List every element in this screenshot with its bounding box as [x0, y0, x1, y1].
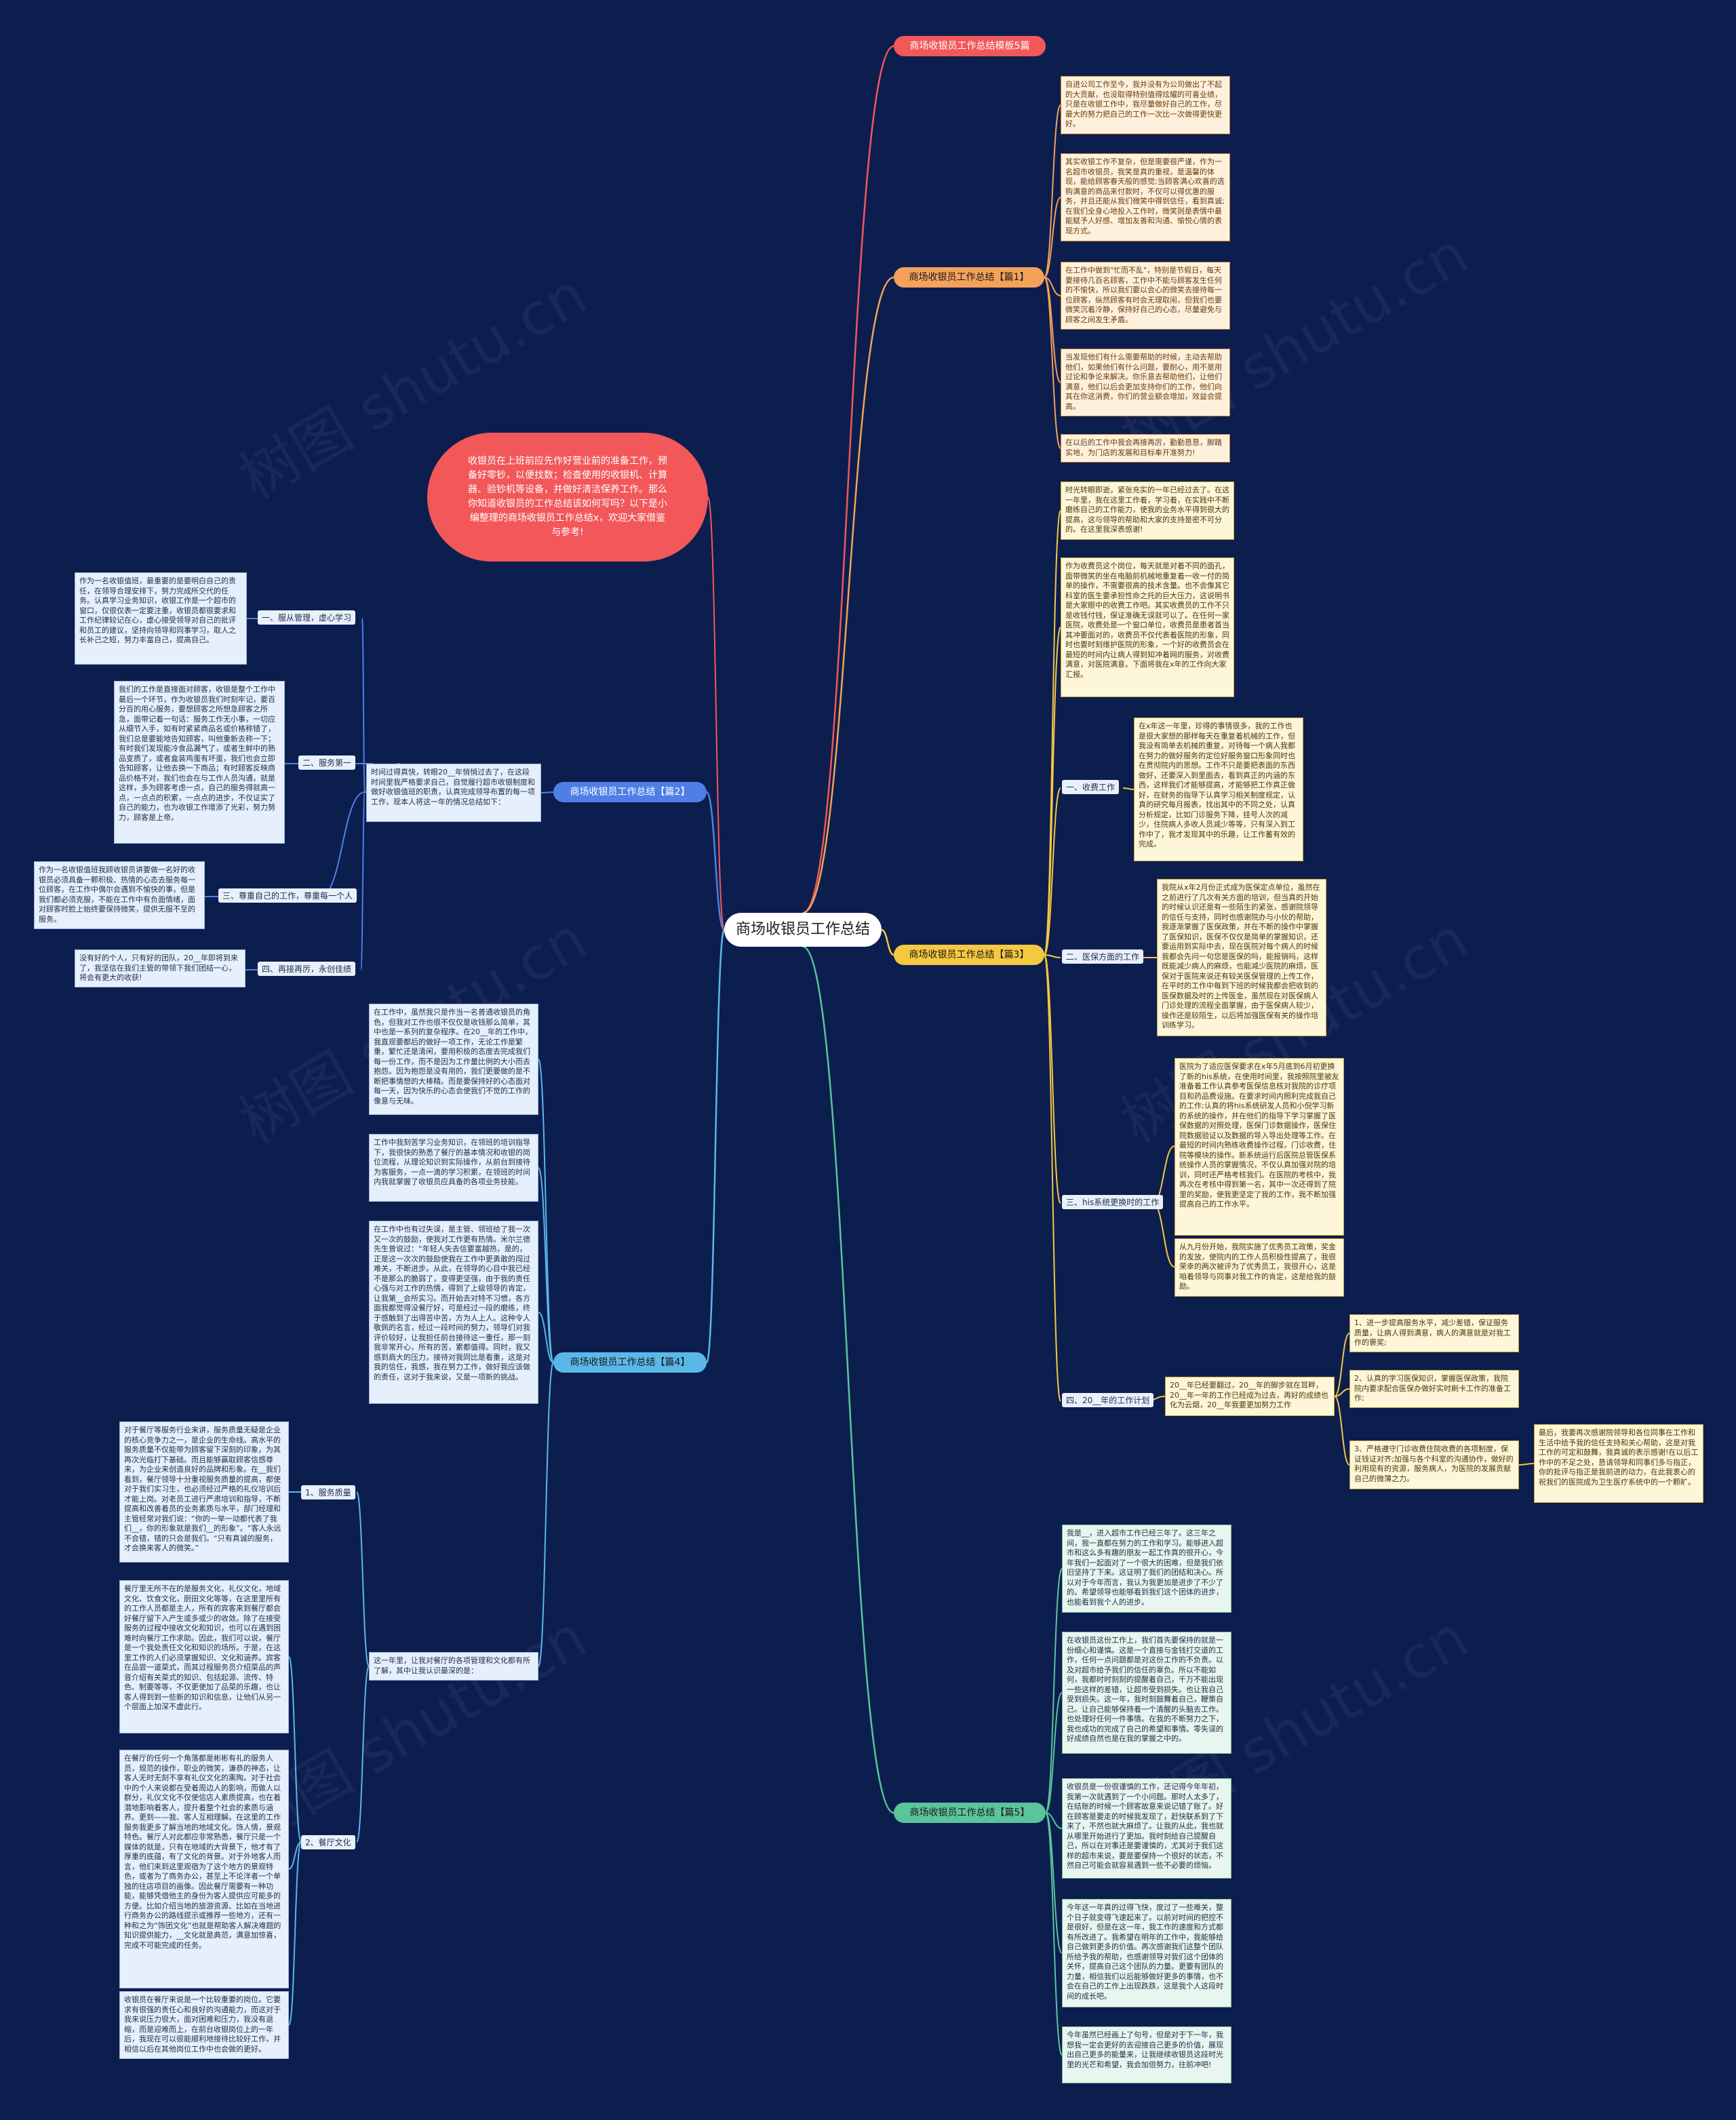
- connector-pian1: [1044, 104, 1061, 278]
- branch-pian-3[interactable]: 商场收银员工作总结【篇3】: [894, 945, 1044, 965]
- pian3-section-text[interactable]: 在x年这一年里，珍得的事情很多，我的工作也是很大家想的那样每天在重复着机械的工作…: [1134, 718, 1303, 861]
- branch-template-5[interactable]: 商场收银员工作总结模板5篇: [894, 36, 1046, 56]
- connector-pian3-plan: [1334, 1333, 1350, 1397]
- connector-pian2-section: [319, 791, 366, 897]
- pian2-summary[interactable]: 时间过得真快，转眼20__年悄悄过去了，在这段时间里我严格要求自己，自觉履行超市…: [366, 764, 541, 822]
- connector-root-pian1: [802, 276, 894, 914]
- pian2-section-title[interactable]: 一、服从管理，虚心学习: [258, 610, 356, 625]
- connector-pian1: [1044, 277, 1061, 296]
- connector-root-pian2: [705, 791, 726, 931]
- pian5-paragraph[interactable]: 今年虽然已经画上了句号，但是对于下一年，我想我一定会更好的去迎接自己更多的价值，…: [1062, 2026, 1231, 2083]
- pian1-paragraph[interactable]: 自进公司工作至今，我并没有为公司做出了不起的大贡献，也没取得特别值得炫耀的可喜业…: [1061, 76, 1230, 134]
- connector-pian3: [1044, 787, 1061, 956]
- connector-root-template5: [802, 45, 894, 914]
- connector-pian1: [1044, 197, 1061, 278]
- pian2-section-text[interactable]: 作为一名收银值班，最重要的是要明白自己的责任，在领导合理安排下，努力完成所交代的…: [75, 572, 247, 665]
- pian2-section-text[interactable]: 我们的工作是直接面对顾客，收银是整个工作中最后一个环节，作为收银员我们时刻牢记，…: [114, 681, 285, 844]
- connector-pian5: [1045, 1812, 1063, 1954]
- pian3-intro[interactable]: 作为收费员这个岗位，每天就是对着不同的面孔，面带微笑的坐在电脑前机械地重复着一收…: [1061, 557, 1234, 697]
- pian4-section-text[interactable]: 收银员在餐厅来说是一个比较重要的岗位。它要求有很强的责任心和良好的沟通能力，而这…: [119, 1991, 289, 2059]
- connector-pian3-closing: [1518, 1463, 1535, 1466]
- pian3-plan[interactable]: 2、认真的学习医保知识，掌握医保政策，我院院内要求配合医保办做好实时刷卡工作的准…: [1349, 1370, 1519, 1408]
- connector-pian4-text: [288, 1841, 302, 2026]
- root-topic[interactable]: 商场收银员工作总结: [724, 913, 882, 947]
- pian4-section-title[interactable]: 1、服务质量: [301, 1485, 355, 1499]
- connector-pian5: [1045, 1812, 1063, 1829]
- connector-pian2-summary: [540, 791, 554, 793]
- connector-pian2-section: [360, 791, 366, 970]
- pian4-paragraph[interactable]: 在工作中也有过失误，是主管、领班给了我一次又一次的鼓励，使我对工作更有热情。米尔…: [369, 1221, 538, 1404]
- pian3-section-title[interactable]: 一、收费工作: [1062, 780, 1120, 794]
- connector-pian4-text: [288, 1656, 302, 1843]
- connector-pian2-section: [361, 618, 366, 793]
- connector-pian4-section: [356, 1491, 370, 1667]
- connector-root-pian3: [881, 928, 894, 956]
- pian1-paragraph[interactable]: 其实收银工作不复杂，但是需要很严谨，作为一名超市收银员，我笑是真的重视，是温馨的…: [1061, 153, 1230, 241]
- pian2-section-title[interactable]: 二、服务第一: [298, 755, 356, 770]
- pian3-section-text[interactable]: 医院为了适应医保要求在x年5月底到6月初更换了新的his系统，在使用时间里，我按…: [1175, 1058, 1344, 1236]
- connector-pian1: [1044, 277, 1061, 449]
- connector-pian3-plan: [1334, 1396, 1350, 1466]
- pian1-paragraph[interactable]: 当发现他们有什么需要帮助的时候，主动去帮助他们，如果他们有什么问题，要耐心，用不…: [1061, 349, 1230, 416]
- pian3-section-title[interactable]: 二、医保方面的工作: [1062, 949, 1144, 964]
- pian3-section-title[interactable]: 四、20__年的工作计划: [1062, 1393, 1154, 1407]
- pian2-section-title[interactable]: 三、尊重自己的工作，尊重每一个人: [218, 888, 357, 903]
- pian4-paragraph[interactable]: 在工作中，虽然我只是作当一名普通收银员的角色，但我对工作也很不仅仅是收钱那么简单…: [369, 1004, 538, 1115]
- connector-root-intro: [707, 496, 725, 930]
- pian1-paragraph[interactable]: 在工作中做到"忙而不乱"，特别是节假日，每天要接待几百名顾客，工作中不能与顾客发…: [1061, 262, 1230, 330]
- connector-pian3: [1044, 627, 1061, 956]
- pian2-section-title[interactable]: 四、再接再厉，永创佳绩: [258, 962, 356, 976]
- pian3-intro[interactable]: 时光转眼即逝，紧张充实的一年已经过去了。在这一年里，我在这里工作着，学习着，在实…: [1061, 482, 1234, 540]
- connector-pian4: [538, 1167, 554, 1363]
- pian3-closing[interactable]: 最后，我要再次感谢院领导和各位同事在工作和生活中给予我的信任支持和关心帮助，这是…: [1534, 1424, 1703, 1503]
- pian3-section-text[interactable]: 我院从x年2月份正式成为医保定点单位，虽然在之前进行了几次有关方面的培训，但当真…: [1157, 879, 1326, 1036]
- branch-pian-5[interactable]: 商场收银员工作总结【篇5】: [894, 1803, 1046, 1823]
- intro-node[interactable]: 收银员在上班前应先作好营业前的准备工作，预备好零钞，以便找数；检查使用的收银机、…: [427, 433, 708, 562]
- pian4-section-text[interactable]: 餐厅里无所不在的是服务文化，礼仪文化，地域文化、饮食文化，厨田文化等等，在这里里…: [119, 1580, 289, 1733]
- pian2-section-text[interactable]: 没有好的个人，只有好的团队，20__年即将到来了，我坚信在我们主管的带领下我们团…: [75, 949, 245, 987]
- pian5-paragraph[interactable]: 收银员是一份很谨慎的工作，还记得今年年初，我第一次就遇到了一个小问题。那时人太多…: [1062, 1778, 1231, 1879]
- connector-pian3: [1044, 954, 1061, 958]
- connector-pian4-text: [288, 1841, 302, 1870]
- branch-pian-2[interactable]: 商场收银员工作总结【篇2】: [553, 782, 707, 802]
- pian3-section-text[interactable]: 20__年已经要翻过，20__年的脚步就在耳畔，20__年一年的工作已经成为过去…: [1165, 1377, 1335, 1416]
- pian5-paragraph[interactable]: 今年这一年真的过得飞快，度过了一些难关，整个日子就变得飞速起来了。以前对时间的把…: [1062, 1899, 1231, 2007]
- connector-pian5: [1045, 1812, 1063, 2056]
- connector-pian5: [1045, 1568, 1063, 1813]
- pian5-paragraph[interactable]: 在收银员这份工作上，我们首先要保持的就是一份细心和谨慎。这是一个直接与金钱打交道…: [1062, 1632, 1231, 1754]
- connector-pian3-plan: [1334, 1388, 1350, 1397]
- pian3-plan[interactable]: 3、严格遵守门诊收费住院收费的各项制度，保证钱证对齐;加强与各个科室的沟通协作，…: [1349, 1440, 1519, 1489]
- connector-pian4: [538, 1059, 554, 1363]
- pian3-plan[interactable]: 1、进一步提高服务水平，减少差错，保证服务质量，让病人得到满意，病人的满意就是对…: [1349, 1314, 1519, 1352]
- connector-pian3-text: [1122, 787, 1135, 790]
- pian4-section-title[interactable]: 2、餐厅文化: [301, 1835, 355, 1849]
- connector-pian3: [1044, 510, 1061, 956]
- branch-pian-4[interactable]: 商场收银员工作总结【篇4】: [553, 1352, 707, 1373]
- pian4-summary[interactable]: 这一年里，让我对餐厅的各项管理和文化都有所了解，其中让我认识最深的是：: [369, 1652, 538, 1681]
- pian3-section-text[interactable]: 从九月份开始，我院实施了优秀员工政策，奖金的发放，使院内的工作人员积极性提高了，…: [1175, 1238, 1344, 1297]
- connector-root-pian5: [802, 945, 894, 1814]
- pian1-paragraph[interactable]: 在以后的工作中我会再接再厉，勤勤恳恳，脚踏实地，为门店的发展和目标奉开准努力!: [1061, 434, 1230, 463]
- connector-pian3: [1044, 954, 1061, 1204]
- connector-pian3: [1044, 954, 1061, 1402]
- pian2-section-text[interactable]: 作为一名收银值班我顾收银员讲要做一名好的收银员必须具备一颗积极、热情的心态去服务…: [34, 861, 205, 929]
- connector-pian4-section: [356, 1666, 370, 1843]
- connector-pian3-text: [1152, 1202, 1175, 1268]
- pian4-section-text[interactable]: 在餐厅的任何一个角落都是彬彬有礼的服务人员，规范的操作，职业的微笑，谦恭的神态，…: [119, 1750, 289, 1988]
- connector-pian5: [1045, 1692, 1063, 1813]
- connector-pian4: [538, 1362, 554, 1667]
- connector-root-pian4: [705, 928, 726, 1364]
- connector-pian4: [538, 1312, 554, 1363]
- pian5-paragraph[interactable]: 我是__，进入超市工作已经三年了。这三年之间，我一直都在努力的工作和学习。能够进…: [1062, 1525, 1231, 1613]
- pian4-section-text[interactable]: 对于餐厅等服务行业来讲，服务质量无疑是企业的核心竞争力之一，是企业的生命线。高水…: [119, 1421, 289, 1563]
- intro-text: 收银员在上班前应先作好营业前的准备工作，预备好零钞，以便找数；检查使用的收银机、…: [468, 456, 667, 538]
- pian4-paragraph[interactable]: 工作中我刻苦学习业务知识，在领班的培训指导下，我很快的熟悉了餐厅的基本情况和收银…: [369, 1134, 538, 1202]
- pian3-section-title[interactable]: 三、his系统更换时的工作: [1062, 1195, 1164, 1209]
- branch-pian-1[interactable]: 商场收银员工作总结【篇1】: [894, 267, 1044, 288]
